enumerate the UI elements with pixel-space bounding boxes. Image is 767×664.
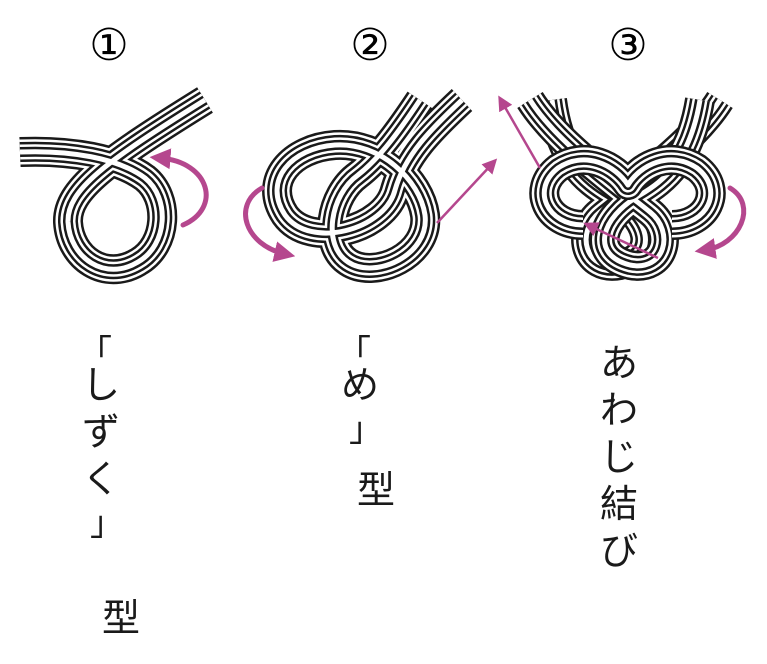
label-char: 「 (337, 333, 371, 373)
curved-arrow-icon (243, 185, 296, 262)
label-char: あ (599, 341, 638, 385)
cord-strand (274, 98, 464, 271)
label-char: び (599, 529, 638, 573)
step-number-2: ② (350, 20, 389, 71)
step-number-3: ③ (608, 20, 647, 71)
label-char: ず (81, 410, 120, 454)
step-2-label: 「 め 」 型 (337, 333, 395, 518)
cord-strand (19, 97, 207, 272)
label-char: 結 (599, 482, 638, 526)
me-knot-illustration (262, 89, 473, 283)
step-3-label: あ わ じ 結 び (594, 344, 644, 579)
curved-arrow-icon (149, 148, 209, 228)
cord-strand (541, 157, 714, 228)
label-char: く (81, 457, 120, 501)
label-char: し (81, 363, 120, 407)
label-char: 型 (357, 468, 396, 512)
step-1-label: 「 し ず く 」 型 (78, 333, 140, 646)
cord-strand (19, 93, 209, 277)
label-char: 」 (349, 410, 383, 450)
label-char: じ (599, 435, 638, 479)
label-char: わ (599, 388, 638, 432)
straight-arrow-icon (436, 158, 498, 224)
drop-knot-illustration (19, 87, 213, 285)
label-char: 」 (90, 504, 124, 544)
straight-arrow-icon (498, 95, 542, 169)
straight-arrow-icon (583, 222, 659, 260)
step-number-1: ① (89, 20, 128, 71)
label-char: 「 (78, 333, 112, 373)
label-char: め (340, 363, 379, 407)
awaji-knot-illustration (517, 91, 733, 281)
curved-arrow-icon (694, 185, 747, 259)
label-char: 型 (102, 596, 141, 640)
